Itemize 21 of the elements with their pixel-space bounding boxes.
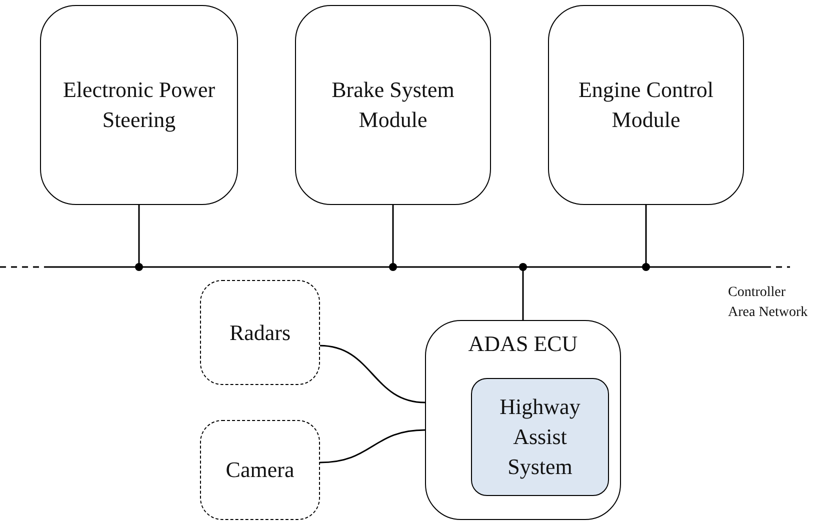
module-box bbox=[548, 5, 744, 205]
bus-label: Controller Area Network bbox=[728, 284, 808, 322]
node-label: Electronic Power Steering bbox=[62, 76, 216, 134]
node-label: Radars bbox=[228, 318, 292, 346]
node-label: Engine Control Module bbox=[577, 76, 715, 134]
connector-line bbox=[320, 344, 426, 404]
connector-line bbox=[135, 205, 143, 271]
node-label: Highway Assist System bbox=[498, 393, 582, 481]
connector-line bbox=[642, 205, 650, 271]
module-box bbox=[40, 5, 238, 205]
connector-line bbox=[320, 429, 426, 464]
application-box bbox=[471, 378, 609, 496]
module-box bbox=[295, 5, 491, 205]
node-label: Brake System Module bbox=[330, 76, 456, 134]
node-label: Camera bbox=[224, 456, 296, 484]
node-label: ADAS ECU bbox=[467, 330, 579, 358]
ecu-box bbox=[425, 320, 621, 520]
connector-line bbox=[519, 263, 527, 320]
sensor-box bbox=[200, 420, 320, 520]
sensor-box bbox=[200, 280, 320, 385]
connector-line bbox=[389, 205, 397, 271]
